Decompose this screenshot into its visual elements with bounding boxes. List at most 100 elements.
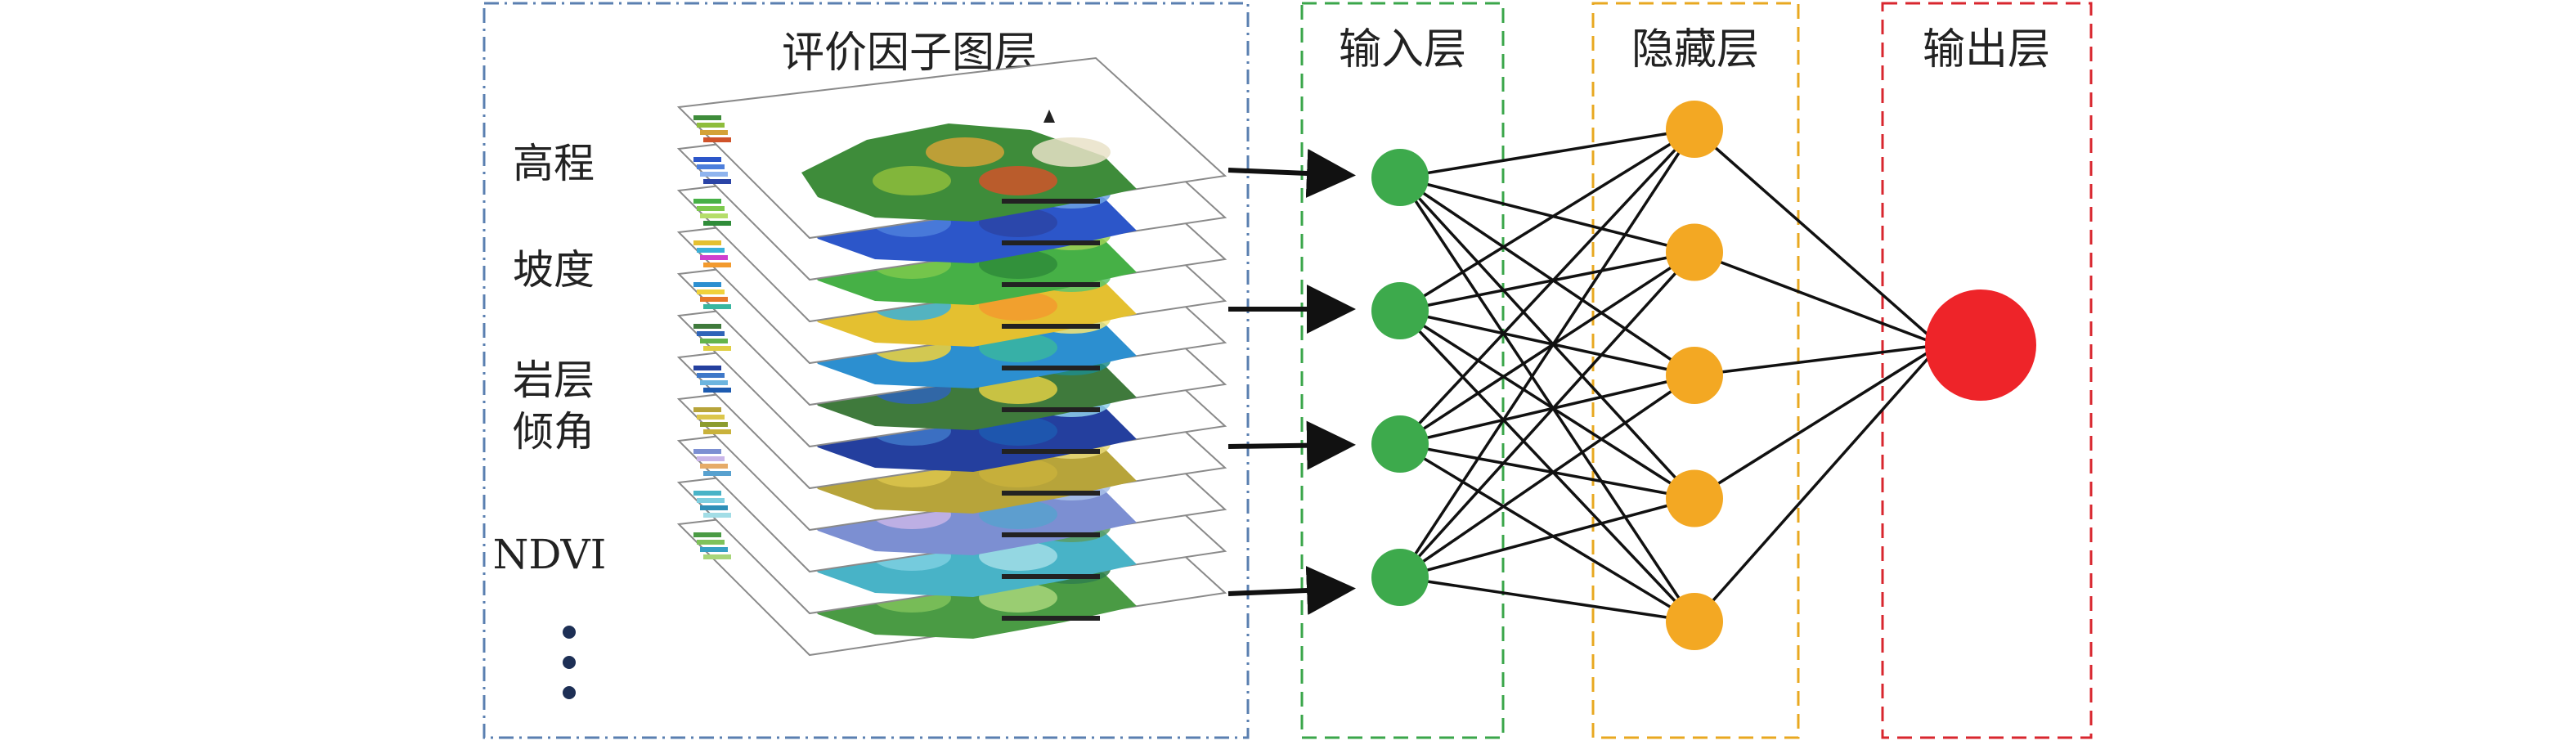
map-patch [926,137,1004,167]
legend-swatch [700,255,728,260]
legend-swatch [703,346,731,351]
connection-line [1399,442,1695,623]
connection-line [1399,496,1695,579]
legend-swatch [693,324,721,329]
legend-swatch [693,157,721,162]
network-connections [1398,128,1941,623]
connection-line [1694,343,1941,377]
legend-swatch [697,248,725,253]
scale-bar [1002,532,1100,537]
legend-swatch [693,240,721,245]
legend-swatch [693,449,721,454]
legend-swatch [700,213,728,218]
legend-swatch [693,407,721,412]
connection-line [1399,374,1695,579]
hidden-layer-label: 隐藏层 [1631,25,1759,74]
input-node [1371,149,1429,206]
factor-label-elevation: 高程 [513,140,595,187]
scale-bar [1002,574,1100,579]
north-arrow-icon [1043,110,1055,123]
connection-line [1399,128,1695,312]
connection-line [1694,250,1941,347]
hidden-node [1666,593,1723,650]
connection-line [1399,251,1695,446]
factor-label-strata: 岩层 [513,357,595,404]
legend-swatch [697,206,725,211]
input-arrow [1227,566,1356,615]
scale-bar [1002,199,1100,204]
connection-line [1398,128,1696,446]
output-node [1925,289,2036,401]
factor-layers-box [482,2,1250,739]
scale-bar [1002,366,1100,370]
input-arrow [1227,149,1356,198]
connection-line [1399,176,1695,377]
legend-swatch [693,199,721,204]
legend-swatch [700,172,728,177]
hidden-node [1666,223,1723,281]
legend-swatch [703,137,731,142]
scale-bar [1002,616,1100,621]
legend-swatch [697,498,725,503]
connection-line [1399,176,1695,254]
connection-line [1399,374,1695,446]
hidden-node [1666,469,1723,527]
legend-swatch [693,366,721,370]
hidden-layer-box [1591,2,1800,739]
connection-line [1693,343,1941,623]
legend-swatch [703,513,731,518]
legend-swatch [697,331,725,336]
legend-swatch [700,505,728,510]
legend-swatch [697,415,725,420]
output-layer-label: 输出层 [1923,25,2050,74]
map-patch [873,166,951,195]
legend-swatch [700,130,728,135]
factor-label-dip-angle: 倾角 [513,408,595,456]
hidden-node [1666,347,1723,404]
legend-swatch [697,540,725,545]
input-node [1371,282,1429,339]
legend-swatch [703,554,731,559]
legend-swatch [700,339,728,343]
legend-swatch [693,115,721,120]
connection-line [1399,576,1695,623]
legend-swatch [700,422,728,427]
output-layer-box [1881,2,2093,739]
legend-swatch [697,164,725,169]
legend-swatch [703,471,731,476]
legend-swatch [703,221,731,226]
legend-swatch [700,297,728,302]
legend-swatch [700,547,728,552]
connection-line [1399,309,1695,500]
connection-line [1399,128,1695,179]
connection-line [1694,343,1941,500]
input-node [1371,549,1429,606]
legend-swatch [697,289,725,294]
connection-line [1399,250,1695,312]
connection-line [1398,309,1696,623]
factor-label-slope: 坡度 [513,246,595,294]
scale-bar [1002,240,1100,245]
input-arrows [1227,149,1356,615]
scale-bar [1002,282,1100,287]
legend-swatch [703,263,731,267]
connection-line [1398,128,1696,578]
input-layer-box [1300,2,1505,739]
legend-swatch [693,491,721,496]
legend-swatch [703,179,731,184]
legend-swatch [703,304,731,309]
ellipsis-dot [563,686,576,699]
ellipsis-dots [563,626,576,699]
input-node [1371,415,1429,473]
scale-bar [1002,449,1100,454]
scale-bar [1002,324,1100,329]
factor-label-ndvi: NDVI [493,531,607,578]
connection-line [1399,309,1695,377]
input-arrow [1227,420,1356,470]
legend-swatch [697,123,725,128]
connection-line [1398,251,1696,579]
legend-swatch [697,373,725,378]
legend-swatch [703,388,731,393]
map-layer-stack [676,56,1227,657]
